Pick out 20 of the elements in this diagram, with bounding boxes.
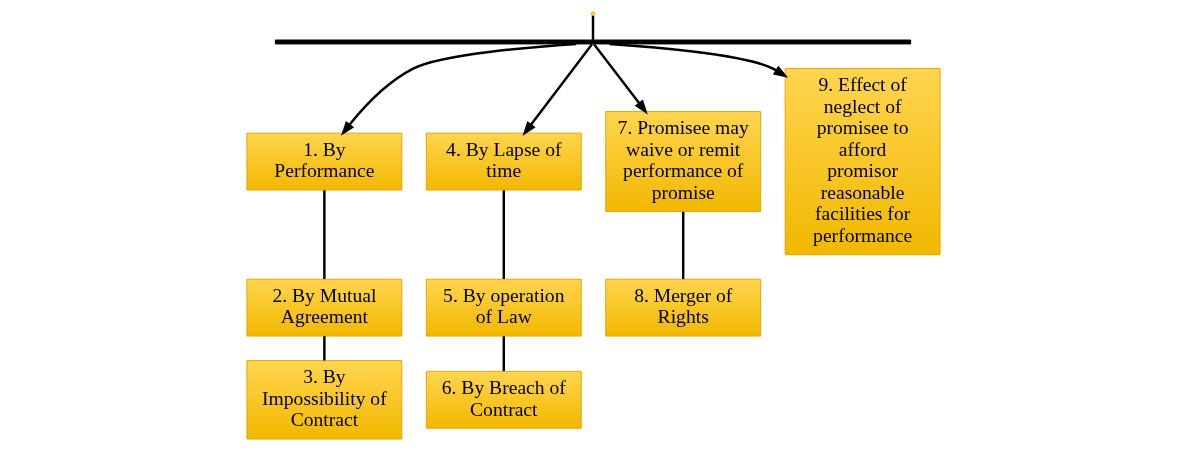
node-box: 8. Merger of Rights xyxy=(604,278,761,337)
connector xyxy=(591,15,594,40)
node-box: 9. Effect of neglect of promisee to afford promisor reasonable facilities for performance xyxy=(784,67,941,256)
node-box: 7. Promisee may waive or remit performance of promise xyxy=(604,111,761,213)
node-box: 1. By Performance xyxy=(245,132,402,191)
node-box: 5. By operation of Law xyxy=(425,278,582,337)
connector xyxy=(681,211,684,280)
node-box: 2. By Mutual Agreement xyxy=(245,278,402,337)
node-box: 3. By Impossibility of Contract xyxy=(245,360,402,440)
node-box: 6. By Breach of Contract xyxy=(425,370,582,429)
node-bar xyxy=(274,39,911,45)
node-box: 4. By Lapse of time xyxy=(425,132,582,191)
connector xyxy=(322,190,326,279)
arrow xyxy=(592,43,648,115)
connector xyxy=(502,190,505,279)
arrow xyxy=(608,42,788,78)
arrow xyxy=(340,42,576,136)
connector xyxy=(322,336,326,361)
arrow xyxy=(522,43,593,136)
connector xyxy=(502,336,505,372)
